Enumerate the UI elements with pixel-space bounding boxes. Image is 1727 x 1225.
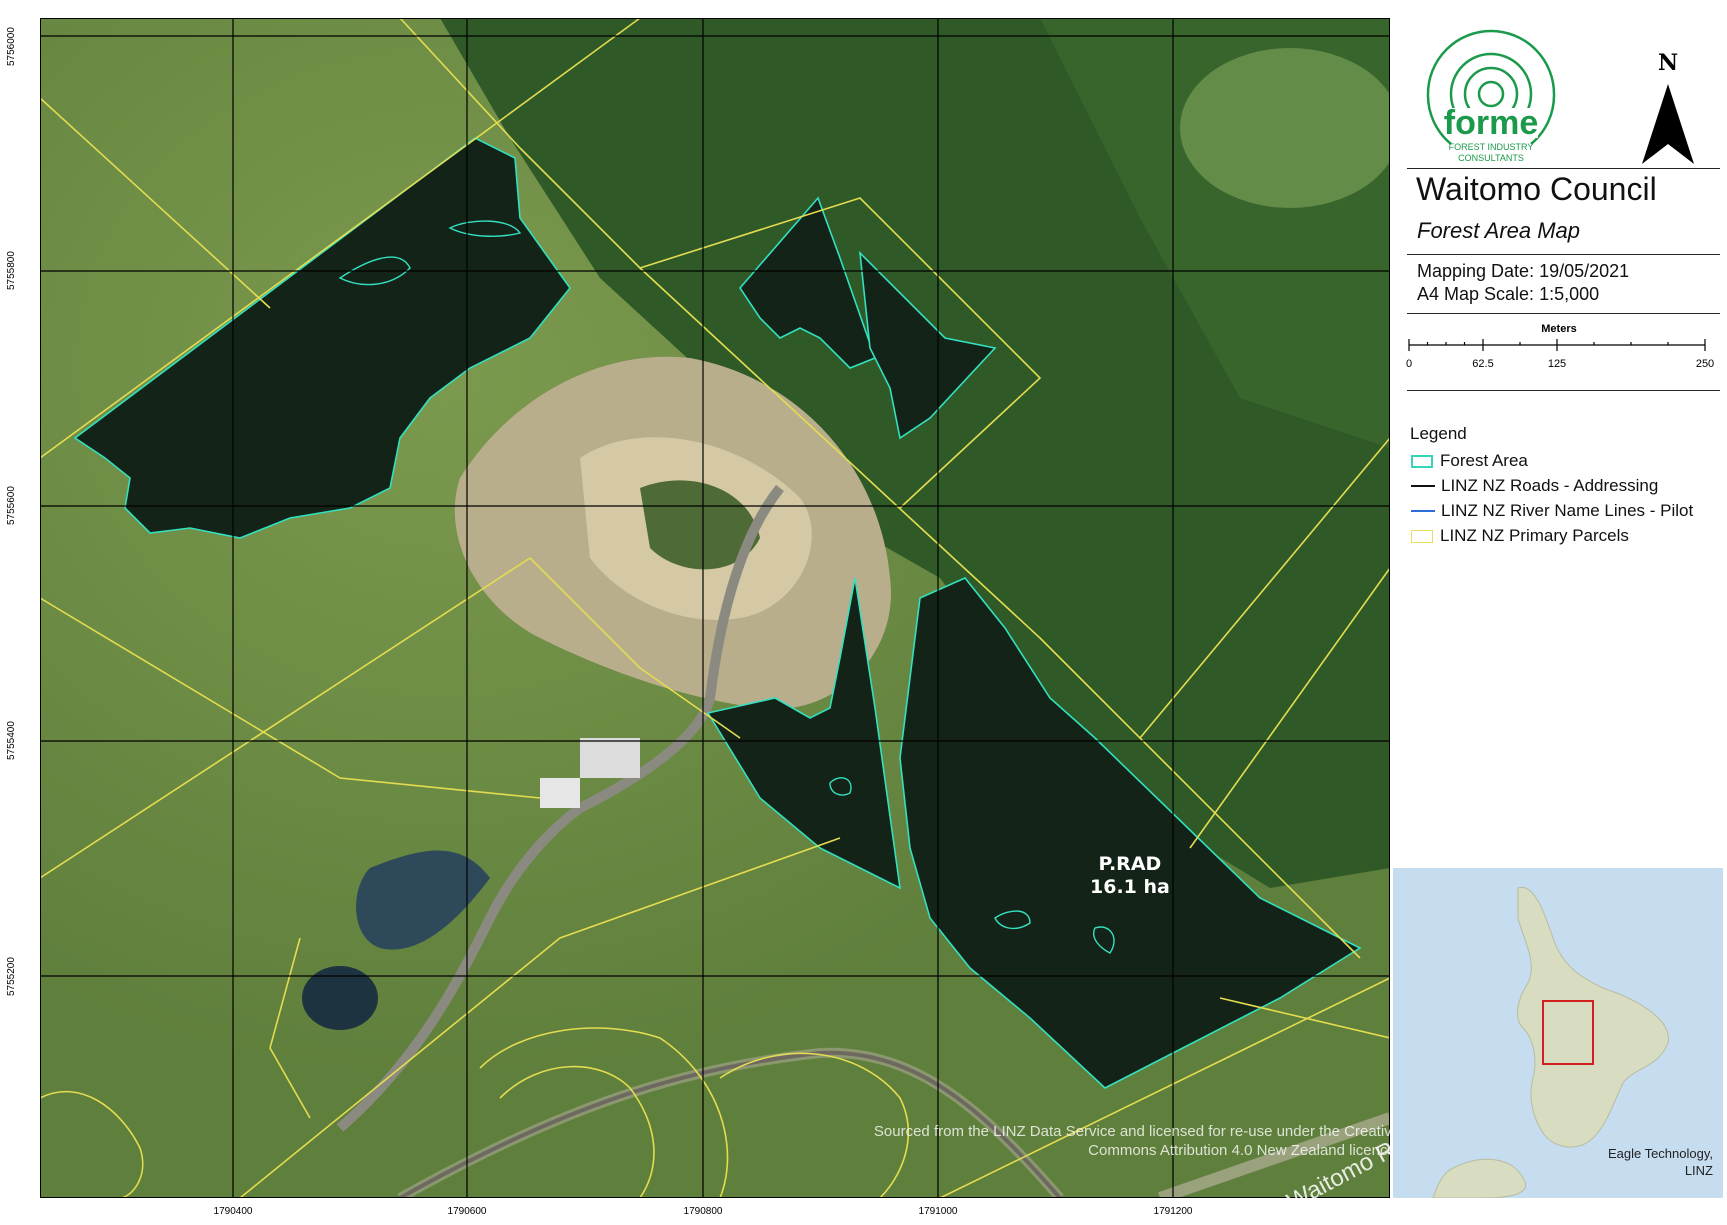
map-subtitle: Forest Area Map [1417,218,1581,243]
scale-tick: 125 [1547,358,1567,370]
source-attribution: Sourced from the LINZ Data Service and l… [820,1123,1390,1161]
forest-area [738,196,877,369]
divider [1407,168,1720,169]
forme-logo-icon: forme FOREST INDUSTRY CONSULTANTS [1426,29,1556,163]
map-grid [40,18,1390,1198]
scale-tick: 250 [1695,358,1715,370]
pond [302,966,378,1030]
stand-name: P.RAD [1098,853,1162,875]
map-title: Waitomo Council [1416,171,1657,207]
north-arrow: N [1638,34,1698,174]
y-tick-label: 5755800 [6,251,17,290]
map-scale: A4 Map Scale: 1:5,000 [1417,284,1600,304]
pond [356,850,490,950]
source-line-1: Sourced from the LINZ Data Service and l… [873,1123,1390,1140]
mapping-date: Mapping Date: 19/05/2021 [1417,261,1630,281]
legend-item-parcels: LINZ NZ Primary Parcels [1411,525,1629,547]
source-line-2: Commons Attribution 4.0 New Zealand lice… [1088,1141,1390,1159]
divider [1407,390,1720,391]
inset-locator-map[interactable]: Eagle Technology, LINZ [1393,868,1723,1198]
parcels-swatch [1411,529,1433,543]
forest-area-swatch [1411,454,1433,468]
forest-area [899,577,1362,1089]
legend-label: LINZ NZ River Name Lines - Pilot [1441,501,1694,520]
divider [1407,313,1720,314]
scale-unit: Meters [1541,323,1577,335]
forest-area [73,137,572,539]
map-canvas [40,18,1390,1198]
x-tick-label: 1791200 [1153,1206,1193,1217]
credit-line-2: LINZ [1684,1163,1713,1179]
divider [1407,254,1720,255]
scale-tick: 62.5 [1472,358,1494,370]
forest-area [858,250,997,440]
legend-item-rivers: LINZ NZ River Name Lines - Pilot [1411,500,1693,522]
roads-swatch [1411,485,1435,487]
north-arrow-icon: N [1642,50,1694,164]
forest-area [706,577,902,890]
rivers-swatch [1411,510,1435,512]
x-tick-label: 1790600 [447,1206,487,1217]
aerial-map[interactable]: P.RAD 16.1 ha Sourced from the LINZ Data… [40,18,1390,1198]
scale-bar [1408,339,1706,351]
forest-area-polygons [73,137,1362,1089]
y-tick-label: 5756000 [6,27,17,66]
y-tick-label: 5755400 [6,721,17,760]
stand-label: P.RAD 16.1 ha [1090,853,1170,899]
legend-title: Legend [1410,424,1467,443]
legend-label: LINZ NZ Primary Parcels [1440,526,1629,545]
map-info-panel: forme FOREST INDUSTRY CONSULTANTS N Wait… [1393,18,1723,1198]
forme-logo: forme FOREST INDUSTRY CONSULTANTS [1421,26,1561,171]
svg-text:N: N [1658,50,1678,76]
credit-line-1: Eagle Technology, [1607,1146,1713,1162]
locator-box [1542,1000,1594,1065]
stand-area: 16.1 ha [1090,875,1170,898]
x-tick-label: 1790800 [683,1206,723,1217]
legend-item-roads: LINZ NZ Roads - Addressing [1411,475,1658,497]
legend-label: LINZ NZ Roads - Addressing [1441,476,1659,495]
y-tick-label: 5755200 [6,957,17,996]
primary-parcels [40,18,1390,1198]
y-tick-label: 5755600 [6,486,17,525]
svg-text:forme: forme [1444,104,1538,142]
inset-credit: Eagle Technology, LINZ [1608,1146,1713,1180]
inset-map-canvas [1432,886,1669,1198]
x-tick-label: 1791000 [918,1206,958,1217]
svg-text:CONSULTANTS: CONSULTANTS [1458,153,1524,163]
south-island [1432,1158,1526,1198]
x-tick-label: 1790400 [213,1206,253,1217]
legend-item-forest-area: Forest Area [1411,450,1528,472]
svg-text:FOREST INDUSTRY: FOREST INDUSTRY [1449,142,1534,152]
scale-tick: 0 [1405,358,1413,370]
legend-label: Forest Area [1440,451,1528,470]
